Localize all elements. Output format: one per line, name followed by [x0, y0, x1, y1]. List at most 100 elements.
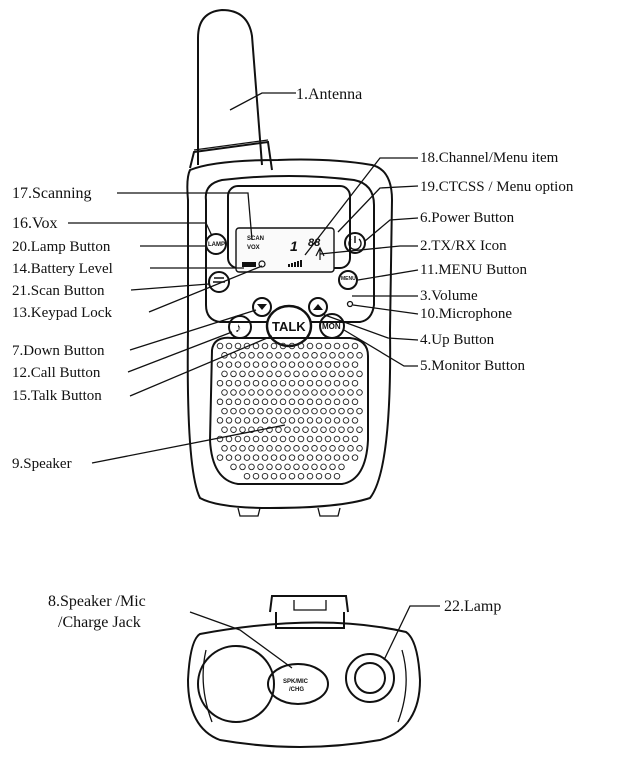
grille-hole [342, 379, 350, 387]
grille-hole [221, 426, 228, 433]
label-call-button: 12.Call Button [12, 365, 101, 381]
grille-hole [221, 370, 228, 378]
grille-hole [351, 398, 359, 406]
grille-hole [248, 407, 255, 415]
grille-hole [279, 454, 287, 461]
grille-hole [279, 361, 287, 368]
scan-button[interactable] [208, 271, 230, 293]
grille-hole [356, 445, 363, 452]
bottom-inner [202, 649, 407, 723]
antenna-base-line [193, 139, 269, 151]
grille-hole [248, 389, 255, 396]
talk-button-text: TALK [272, 319, 306, 334]
bottom-outline [186, 621, 422, 748]
lamp-button[interactable] [205, 233, 227, 255]
grille-hole [338, 407, 345, 415]
grille-hole [347, 407, 354, 415]
label-keypad-lock: 13.Keypad Lock [12, 305, 112, 321]
grille-hole [329, 389, 336, 396]
grille-hole [333, 454, 341, 461]
grille-hole [311, 352, 318, 359]
grille-hole [275, 370, 282, 378]
grille-hole [261, 361, 269, 368]
grille-hole [338, 370, 345, 378]
grille-hole [257, 445, 264, 452]
grille-hole [252, 435, 260, 443]
grille-hole [284, 426, 291, 433]
grille-hole [347, 445, 354, 452]
lamp-outer [345, 653, 395, 703]
up-button[interactable] [308, 297, 328, 317]
grille-hole [279, 417, 287, 424]
grille-hole [266, 463, 273, 471]
grille-hole [239, 445, 246, 452]
grille-hole [288, 472, 296, 480]
grille-hole [266, 370, 273, 378]
grille-hole [216, 398, 224, 406]
grille-hole [293, 426, 300, 433]
grille-hole [342, 435, 350, 443]
grille-hole [270, 342, 278, 350]
speaker-mic-recess [197, 645, 275, 723]
grille-hole [275, 407, 282, 415]
grille-hole [270, 379, 278, 387]
grille-hole [248, 370, 255, 378]
grille-hole [293, 389, 300, 396]
grille-hole [239, 407, 246, 415]
grille-hole [333, 435, 341, 443]
grille-hole [306, 472, 314, 480]
grille-hole [315, 361, 323, 368]
belt-clip [269, 595, 349, 629]
grille-hole [221, 389, 228, 396]
grille-hole [261, 379, 269, 387]
grille-hole [333, 379, 341, 387]
label-scan-button: 21.Scan Button [12, 283, 105, 299]
grille-hole [306, 361, 314, 368]
grille-hole [320, 426, 327, 433]
labels-bottom: 8.Speaker /Mic /Charge Jack 22.Lamp [48, 593, 501, 631]
grille-hole [216, 361, 224, 368]
power-button[interactable] [344, 232, 366, 254]
grille-hole [279, 435, 287, 443]
grille-hole [356, 370, 363, 378]
charge-jack[interactable] [267, 663, 329, 705]
menu-button[interactable] [338, 270, 358, 290]
grille-hole [342, 417, 350, 424]
grille-hole [266, 352, 273, 359]
grille-hole [248, 352, 255, 359]
grille-hole [324, 379, 332, 387]
grille-hole [333, 342, 341, 350]
grille-hole [257, 463, 264, 471]
grille-hole [315, 435, 323, 443]
grille-hole [311, 389, 318, 396]
grille-hole [266, 445, 273, 452]
grille-hole [347, 370, 354, 378]
grille-hole [288, 435, 296, 443]
grille-hole [329, 352, 336, 359]
grille-hole [311, 407, 318, 415]
grille-hole [297, 435, 305, 443]
grille-hole [311, 370, 318, 378]
grille-hole [356, 352, 363, 359]
lamp-button-text: LAMP [208, 242, 225, 248]
down-button[interactable] [252, 297, 272, 317]
grille-hole [288, 398, 296, 406]
grille-hole [225, 379, 233, 387]
grille-hole [230, 463, 237, 471]
grille-hole [324, 472, 332, 480]
body-bottom [237, 507, 341, 517]
grille-hole [252, 379, 260, 387]
grille-hole [284, 463, 291, 471]
label-speaker-mic-jack-1: 8.Speaker /Mic [48, 593, 146, 610]
grille-hole [257, 407, 264, 415]
grille-hole [275, 389, 282, 396]
grille-hole [324, 454, 332, 461]
grille-hole [288, 342, 296, 350]
grille-hole [234, 454, 242, 461]
grille-hole [351, 342, 359, 350]
grille-hole [320, 389, 327, 396]
grille-hole [216, 454, 224, 461]
grille-hole [311, 463, 318, 471]
grille-hole [338, 445, 345, 452]
